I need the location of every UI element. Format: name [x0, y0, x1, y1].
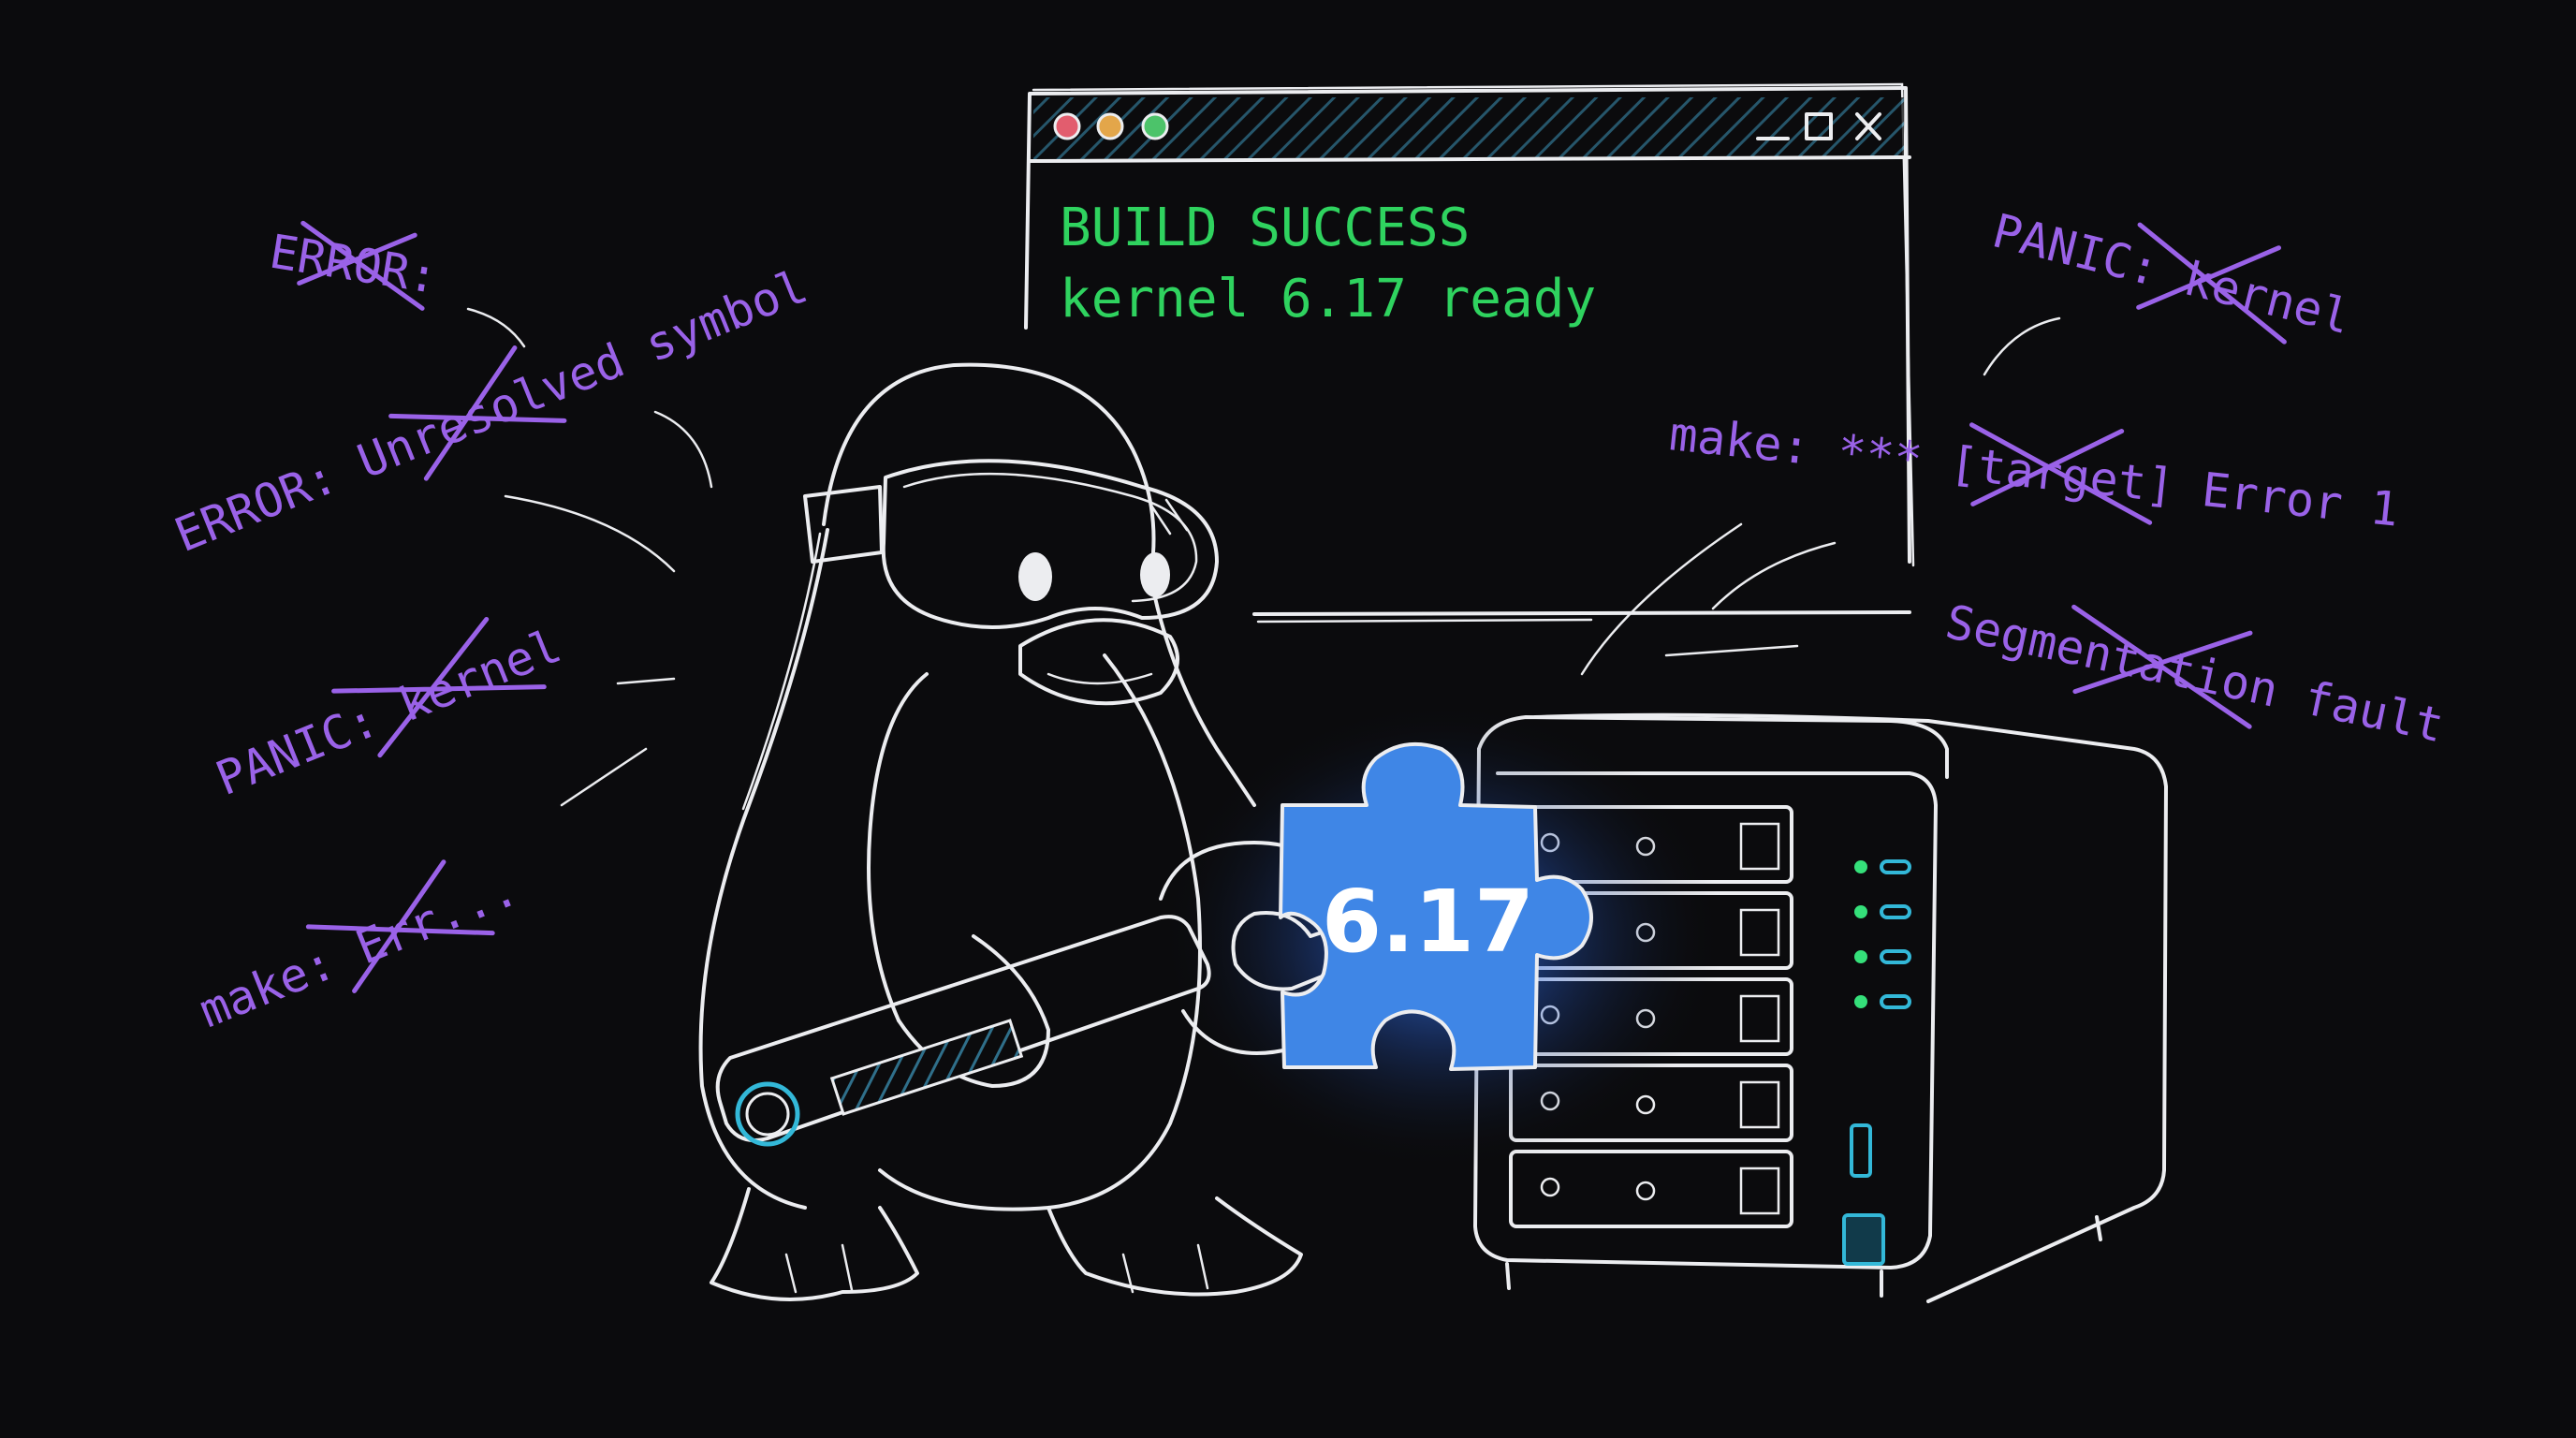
- green-dot-icon[interactable]: [1141, 112, 1169, 140]
- puzzle-piece-icon: 6.17: [1279, 741, 1593, 1071]
- puzzle-piece-label: 6.17: [1322, 872, 1534, 972]
- error-text: PANIC: kernel: [209, 619, 569, 806]
- error-messages-left: ERROR: ERROR: Unresolved symbol PANIC: k…: [168, 220, 815, 1038]
- terminal-window: BUILD SUCCESS kernel 6.17 ready: [1024, 82, 1915, 624]
- error-text: ERROR: Unresolved symbol: [168, 259, 815, 563]
- maximize-icon[interactable]: [1805, 112, 1833, 140]
- yellow-dot-icon[interactable]: [1096, 112, 1124, 140]
- motion-lines: [466, 307, 2061, 807]
- window-controls: [1053, 112, 1881, 140]
- usb-port-icon: [1850, 1123, 1872, 1178]
- red-dot-icon[interactable]: [1053, 112, 1081, 140]
- status-leds: [1854, 859, 1911, 1009]
- terminal-line-kernel: kernel 6.17 ready: [1060, 269, 1596, 330]
- terminal-line-build: BUILD SUCCESS: [1060, 198, 1470, 258]
- error-messages-right: PANIC: kernel make: *** [target] Error 1…: [1667, 203, 2449, 753]
- nas-server-icon: [1473, 712, 2168, 1303]
- penguin-icon: [698, 362, 1303, 1301]
- power-button-icon: [1842, 1213, 1885, 1266]
- error-text: Segmentation fault: [1941, 594, 2449, 753]
- close-icon[interactable]: [1855, 112, 1881, 140]
- error-text: make: Err...: [192, 861, 526, 1038]
